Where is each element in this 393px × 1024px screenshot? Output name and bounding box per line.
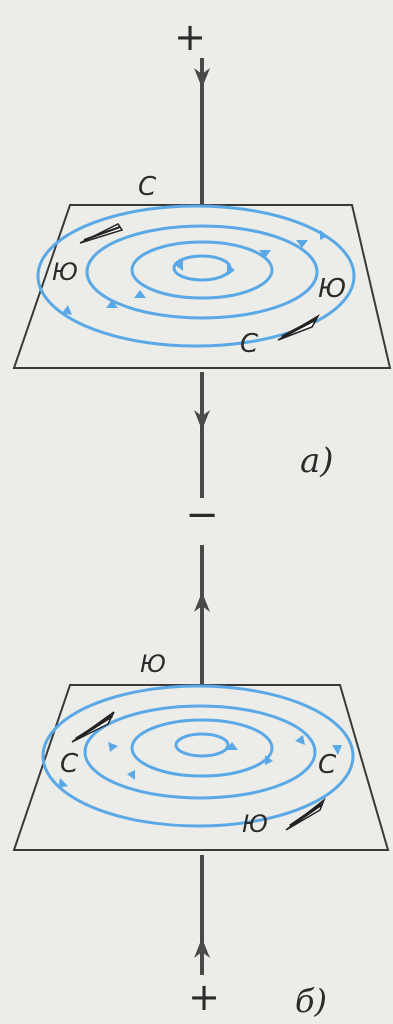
arrow-icon <box>127 770 135 780</box>
arrow-icon <box>227 264 235 276</box>
compass-label-left: С <box>60 749 79 779</box>
compass-label-bottom: С <box>240 329 259 359</box>
arrow-icon <box>62 305 72 315</box>
compass-needle-b-upper-left-icon <box>71 711 115 743</box>
compass-label-right: Ю <box>318 274 346 304</box>
compass-needle-b-lower-right-icon <box>285 797 326 831</box>
polarity-minus: − <box>185 492 219 538</box>
arrow-icon <box>295 735 305 745</box>
compass-label-top: Ю <box>140 650 166 678</box>
arrow-icon <box>106 300 118 308</box>
arrow-icon <box>226 742 238 750</box>
arrow-icon <box>320 230 328 240</box>
compass-label-left: Ю <box>52 258 78 286</box>
compass-needle-a-lower-right-icon <box>277 313 320 341</box>
compass-needle-a-upper-left-icon <box>79 223 124 244</box>
field-arrows-b <box>58 735 342 788</box>
arrow-icon <box>296 240 308 248</box>
arrow-icon <box>134 290 146 298</box>
arrow-icon <box>265 755 273 765</box>
compass-label-right: С <box>318 750 337 780</box>
arrow-icon <box>332 745 342 755</box>
polarity-plus-top: + <box>174 15 206 59</box>
compass-label-bottom: Ю <box>242 810 268 838</box>
arrow-icon <box>58 778 68 788</box>
wire-arrow-down-icon <box>194 68 210 88</box>
wire-arrow-up-icon <box>194 938 210 958</box>
arrow-icon <box>175 259 183 271</box>
caption-a: a) <box>300 441 334 481</box>
panel-b: Ю С С Ю + б) <box>12 545 390 1020</box>
wire-arrow-down-icon <box>194 410 210 430</box>
wire-arrow-up-icon <box>194 592 210 612</box>
field-arrows-a <box>62 230 328 315</box>
caption-b: б) <box>295 982 327 1020</box>
arrow-icon <box>259 250 271 258</box>
polarity-plus-bottom: + <box>188 975 220 1019</box>
arrow-icon <box>108 742 118 752</box>
panel-a: + <box>12 15 392 538</box>
compass-label-top: С <box>138 172 157 202</box>
field-lines-b <box>41 684 355 828</box>
